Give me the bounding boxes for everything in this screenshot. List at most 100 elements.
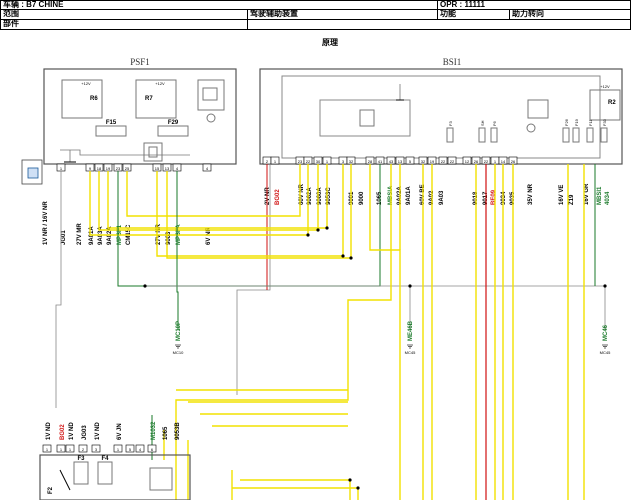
fuse-f15-label: F15 <box>106 120 117 126</box>
relay-r7-label: R7 <box>145 96 153 102</box>
psf1-wire-label: 6V NR <box>206 227 212 245</box>
relay-r7 <box>135 79 177 119</box>
bottom-pin-number: 1 <box>46 447 49 452</box>
wire-yellow <box>156 164 344 257</box>
bsi1-fuse-label: F19 <box>574 118 579 126</box>
bsi1-pin-number: 22 <box>441 159 446 164</box>
bottom-wire-label: 6V JN <box>117 423 123 440</box>
psf1-pin-number: 18 <box>97 166 102 171</box>
wire-gray-bsi1 <box>236 164 271 395</box>
bottom-wire-label: 1V ND <box>95 422 101 440</box>
junction-dot <box>316 228 320 232</box>
fuse-f3-label: F3 <box>77 456 85 462</box>
psf1-lamp-icon <box>206 113 216 123</box>
bsi1-pin-number: 26 <box>511 159 516 164</box>
bsi1-wire-label: 9062A <box>307 187 313 205</box>
bsi1-pin <box>438 156 448 165</box>
bsi1-wire-label: 16V GR <box>584 183 590 205</box>
bsi1-pin-number: 23 <box>298 159 303 164</box>
bsi1-fuse <box>446 127 454 143</box>
psf1-wire-label: JG01 <box>61 230 67 245</box>
psf1-wire-label: 27V MR <box>77 223 83 245</box>
junction-dot <box>325 226 329 230</box>
bottom-wire-label: M1032 <box>151 421 157 440</box>
bsi1-fuse <box>572 127 580 143</box>
bottom-wire-label: 9053B <box>175 422 181 440</box>
bsi1-wire-label: 2V NR <box>265 187 271 205</box>
bsi1-r2-supply: +12V <box>600 84 610 89</box>
bottom-pin-number: 2 <box>82 447 85 452</box>
bsi1-wire-label: 9034 <box>501 191 507 205</box>
psf1-chip-inner <box>148 146 158 158</box>
bsi1-fuse <box>478 127 486 143</box>
bsi1-chip <box>359 109 375 127</box>
bsi1-pin-number: 3 <box>342 159 345 164</box>
psf1-indicator-inner <box>202 87 218 101</box>
bsi1-pin-number: 2 <box>266 159 269 164</box>
fuse-f3 <box>73 461 89 485</box>
bottom-pin <box>56 444 66 453</box>
connector-jg01-icon <box>27 167 39 179</box>
ground-mc10p-tag: MC10P <box>176 321 182 341</box>
junction-dot <box>348 478 352 482</box>
bsi1-fuse <box>562 127 570 143</box>
psf1-pin-number: 1 <box>60 166 63 171</box>
psf1-wire-label: 27V NR <box>156 223 162 245</box>
psf1-internal <box>60 149 190 156</box>
bsi1-title: BSI1 <box>443 57 462 67</box>
bottom-pin <box>147 444 157 453</box>
principle-title: 原理 <box>322 38 338 47</box>
bsi1-wire-label: 9060A <box>317 187 323 205</box>
bottom-wire-label: 1V ND <box>69 422 75 440</box>
bottom-pin-number: 5 <box>129 447 132 452</box>
bsi1-module <box>259 68 623 165</box>
bsi1-pin-number: 13 <box>398 159 403 164</box>
fuse-f15 <box>95 125 127 137</box>
psf1-r6-supply: +12V <box>81 81 91 86</box>
fuse-f4-label: F4 <box>101 456 109 462</box>
bsi1-pin <box>270 156 280 165</box>
bottom-pin-number: 1 <box>69 447 72 452</box>
bottom-pin <box>113 444 123 453</box>
bsi1-fuse-label: F6 <box>492 121 497 126</box>
psf1-pin-number: 9 <box>89 166 92 171</box>
bsi1-wire-label: 9001 <box>349 191 355 205</box>
bsi1-pin-number: 1 <box>274 159 277 164</box>
bottom-pin <box>65 444 75 453</box>
wire-yellow <box>232 487 359 500</box>
bottom-pin <box>42 444 52 453</box>
bsi1-fuse <box>586 127 594 143</box>
bsi1-pin-number: 30 <box>316 159 321 164</box>
junction-dot <box>356 486 360 490</box>
bottom-switch <box>59 469 71 491</box>
fuse-f29-label: F29 <box>168 120 179 126</box>
relay-r2-label: R2 <box>608 100 616 106</box>
psf1-wire-label: 9003 <box>166 231 172 245</box>
bottom-pin-number: 3 <box>95 447 98 452</box>
fuse-f2-label: F2 <box>48 486 54 494</box>
junction-dot <box>408 284 412 288</box>
wire-yellow <box>107 164 328 229</box>
bsi1-wire-label: 9A03 <box>439 190 445 205</box>
bsi1-pin-number: 43 <box>389 159 394 164</box>
bsi1-pin-number: 22 <box>306 159 311 164</box>
bottom-pin-number: 1 <box>60 447 63 452</box>
relay-r6 <box>61 79 103 119</box>
wire-yellow <box>126 164 301 217</box>
psf1-r7-supply: +12V <box>155 81 165 86</box>
bsi1-fuse-label: F11 <box>588 119 593 126</box>
bsi1-pin-number: 32 <box>421 159 426 164</box>
bsi1-fuse-label: F3 <box>448 121 453 126</box>
fuse-f4 <box>97 461 113 485</box>
wire-yellow <box>240 479 351 500</box>
bottom-module <box>39 454 191 500</box>
bsi1-pin-number: 19 <box>430 159 435 164</box>
bsi1-fuse-label: F26 <box>564 118 569 126</box>
wire-green-mpsfa <box>176 171 179 330</box>
bsi1-fuse <box>490 127 498 143</box>
bsi1-pin-number: 32 <box>349 159 354 164</box>
junction-dot <box>341 254 345 258</box>
bsi1-pin <box>405 156 415 165</box>
psf1-pin-number: 4 <box>206 166 209 171</box>
